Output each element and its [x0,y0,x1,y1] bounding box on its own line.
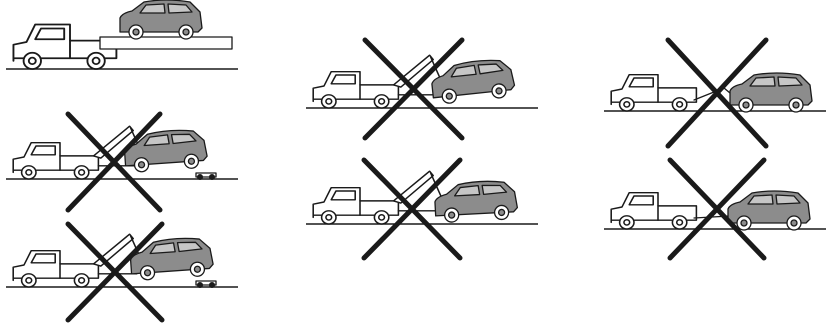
panel-wheel-lift-dolly-rear [6,114,238,210]
towed-car [123,128,208,173]
panel-flatbed [6,0,238,69]
towed-car [430,57,516,104]
panel-wheel-lift-dolly-front [6,224,238,320]
towed-car [728,191,810,230]
panel-wheel-lift-rear [604,160,826,258]
panel-sling-tow-rear [604,40,826,146]
towed-car [434,180,518,223]
flatbed-bed [100,37,232,49]
tow-truck [611,193,696,229]
panel-sling-tow-front [306,40,538,138]
panel-wheel-lift-front [306,160,538,258]
towed-car [730,73,812,112]
car-on-flatbed [120,0,202,39]
tow-truck [611,75,696,111]
